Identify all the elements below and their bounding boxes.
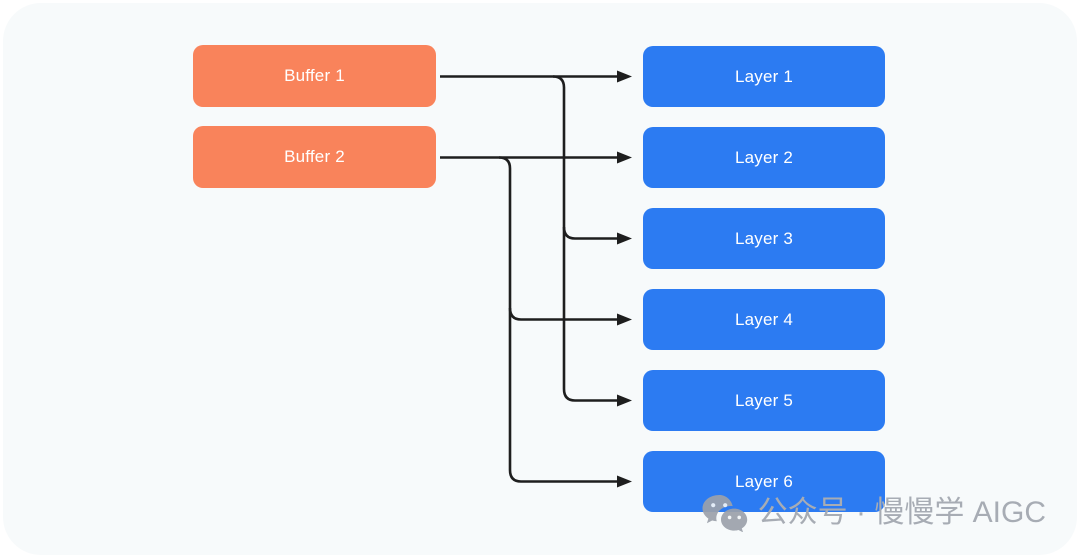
layer-4-label: Layer 4 <box>734 309 794 329</box>
watermark: 公众号 · 慢慢学 AIGC <box>701 494 1046 532</box>
layer-1-node: Layer 1 <box>643 46 885 107</box>
layer-2-node: Layer 2 <box>643 127 885 188</box>
edge-buffer2-trunk-layer6 <box>498 156 632 488</box>
buffer-1-node: Buffer 1 <box>193 45 436 107</box>
buffer-2-label: Buffer 2 <box>284 147 345 166</box>
edge-buffer1-layer3 <box>562 226 632 245</box>
layer-1-label: Layer 1 <box>734 66 794 86</box>
layer-6-node: Layer 6 <box>643 451 885 512</box>
diagram-card-background <box>3 3 1077 555</box>
layer-3-label: Layer 3 <box>734 228 794 248</box>
buffer-1-label: Buffer 1 <box>284 66 345 85</box>
layer-4-node: Layer 4 <box>643 289 885 350</box>
layer-5-node: Layer 5 <box>643 370 885 431</box>
layer-2-label: Layer 2 <box>734 147 794 167</box>
edge-buffer1-trunk-layer5 <box>552 75 632 407</box>
watermark-text: 公众号 · 慢慢学 AIGC <box>757 496 1046 529</box>
layer-3-node: Layer 3 <box>643 208 885 269</box>
wechat-icon <box>702 495 747 532</box>
layer-6-label: Layer 6 <box>734 471 794 491</box>
layer-5-label: Layer 5 <box>734 390 794 410</box>
edge-buffer2-layer4 <box>508 307 632 326</box>
buffer-2-node: Buffer 2 <box>193 126 436 188</box>
